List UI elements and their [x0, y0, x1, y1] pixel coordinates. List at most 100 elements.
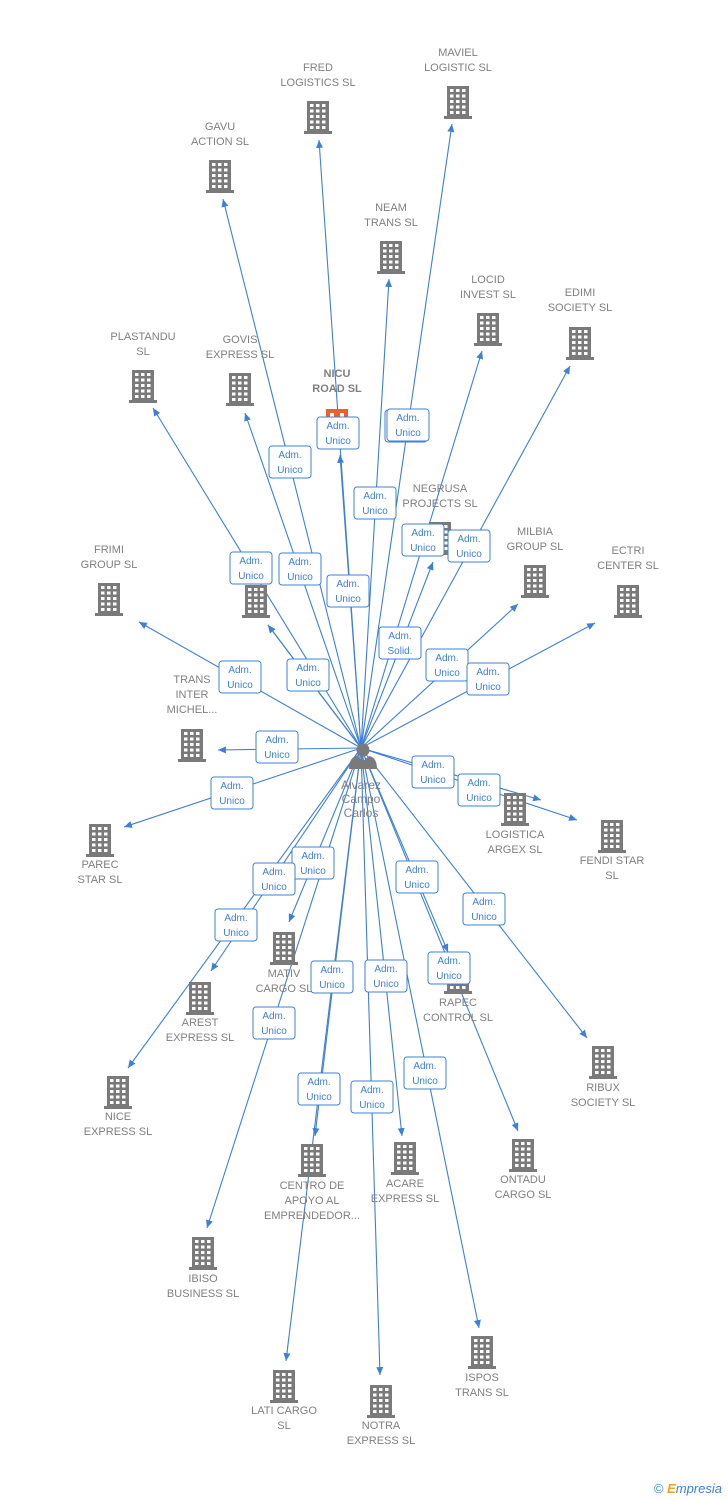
- relation-label-plastandu[interactable]: Adm.Unico: [229, 551, 273, 585]
- relation-text: Unico: [420, 775, 446, 786]
- relation-text: Adm.: [435, 653, 458, 664]
- relation-label-trans[interactable]: Adm.Unico: [255, 730, 299, 764]
- relation-label-ribux[interactable]: Adm.Unico: [462, 892, 506, 926]
- building-icon: [566, 327, 594, 360]
- company-node-trans[interactable]: TRANSINTERMICHEL...: [167, 674, 218, 762]
- company-label: EMPRENDEDOR...: [264, 1210, 360, 1222]
- relation-label-bu[interactable]: Adm.Unico: [286, 658, 330, 692]
- building-icon: [298, 1144, 326, 1177]
- center-person-node[interactable]: Alvarez Campo Carlos: [341, 743, 381, 821]
- company-label: GAVU: [205, 121, 235, 133]
- company-label: LOGISTIC SL: [424, 62, 492, 74]
- company-label: ECTRI: [612, 545, 645, 557]
- company-label: NOTRA: [362, 1420, 401, 1432]
- relation-label-milbia[interactable]: Adm.Unico: [425, 648, 469, 682]
- relation-label-lati[interactable]: Adm.Unico: [297, 1072, 341, 1106]
- relation-text: Adm.: [476, 667, 499, 678]
- relation-label-mativ[interactable]: Adm.Unico: [291, 846, 335, 880]
- relation-text: Unico: [264, 750, 290, 761]
- relation-label-arest[interactable]: Adm.Unico: [214, 908, 258, 942]
- relation-text: Unico: [261, 882, 287, 893]
- relation-label-locid[interactable]: Adm.Unico: [401, 523, 445, 557]
- company-label: ARGEX SL: [487, 844, 542, 856]
- company-label: EXPRESS SL: [206, 349, 274, 361]
- relation-label-logistica[interactable]: Adm.Unico: [411, 755, 455, 789]
- building-icon: [270, 1370, 298, 1403]
- building-icon: [95, 583, 123, 616]
- company-label: FRIMI: [94, 544, 124, 556]
- company-label: LOCID: [471, 274, 505, 286]
- company-label: FENDI STAR: [580, 855, 645, 867]
- relation-text: Adm.: [296, 663, 319, 674]
- relation-label-fendi[interactable]: Adm.Unico: [457, 773, 501, 807]
- relation-label-fred[interactable]: Adm.Unico: [353, 486, 397, 520]
- relation-label-edimi[interactable]: Adm.Unico: [447, 529, 491, 563]
- company-label: MILBIA: [517, 526, 554, 538]
- company-label: EDIMI: [565, 287, 596, 299]
- relation-text: Adm.: [320, 965, 343, 976]
- relation-label-nice[interactable]: Adm. Unico: [252, 862, 296, 896]
- copyright-symbol: ©: [653, 1481, 664, 1496]
- relation-label-notra[interactable]: Adm.Unico: [350, 1080, 394, 1114]
- copyright-mark[interactable]: © Empresia: [654, 1481, 722, 1496]
- company-label: INVEST SL: [460, 289, 516, 301]
- relation-label-gavu[interactable]: Adm.Unico: [268, 445, 312, 479]
- building-icon: [129, 370, 157, 403]
- relation-label-ibiso[interactable]: Adm.Unico: [252, 1006, 296, 1040]
- relation-label-govis[interactable]: Adm.Unico: [278, 552, 322, 586]
- company-label: FRED: [303, 62, 333, 74]
- relation-label-ontadu[interactable]: Adm.Unico: [427, 951, 471, 985]
- relation-label-neam[interactable]: Adm.Unico: [316, 416, 360, 450]
- relation-label-acare[interactable]: Adm.Unico: [364, 959, 408, 993]
- relation-label-frimi[interactable]: Adm.Unico: [218, 660, 262, 694]
- relation-text: Unico: [335, 594, 361, 605]
- relation-text: Unico: [475, 682, 501, 693]
- relation-text: Adm.: [262, 867, 285, 878]
- company-label: EXPRESS SL: [166, 1032, 234, 1044]
- company-label: RAPEC: [439, 997, 477, 1009]
- company-label: SL: [277, 1420, 290, 1432]
- relation-text: Unico: [410, 543, 436, 554]
- relation-text: Unico: [395, 428, 421, 439]
- relation-label-parec[interactable]: Adm.Unico: [210, 776, 254, 810]
- relation-label-rapec[interactable]: Adm.Unico: [395, 860, 439, 894]
- company-label: TRANS SL: [364, 217, 418, 229]
- relation-label-ectri[interactable]: Adm. Unico: [466, 662, 510, 696]
- relation-label-ispos[interactable]: Adm.Unico: [403, 1056, 447, 1090]
- relation-label-nicu[interactable]: Adm.Unico: [326, 574, 370, 608]
- relation-text: Adm.: [360, 1085, 383, 1096]
- relation-text: Adm.: [288, 557, 311, 568]
- building-icon: [186, 982, 214, 1015]
- company-label: PROJECTS SL: [402, 498, 477, 510]
- building-icon: [391, 1142, 419, 1175]
- relation-label-centro[interactable]: Adm.Unico: [310, 960, 354, 994]
- relation-label-negrusa[interactable]: Adm.Unico: [386, 408, 430, 442]
- relation-label-bu[interactable]: Adm.Solid.: [378, 626, 422, 660]
- company-node-locid[interactable]: LOCID INVEST SL: [460, 274, 516, 346]
